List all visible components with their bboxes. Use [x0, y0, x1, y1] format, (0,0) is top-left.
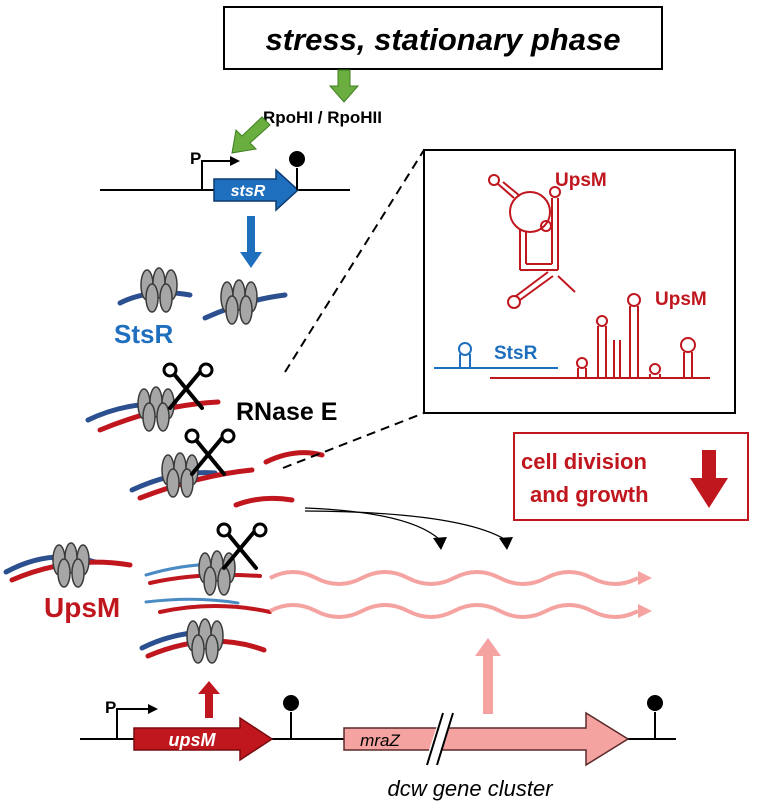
blue-arrow-down: [240, 216, 262, 268]
red-arrow-up: [198, 681, 220, 718]
upsM-terminator-icon: [283, 695, 299, 711]
duplex-4-red: [158, 604, 272, 614]
cleaved-fragment-2: [233, 495, 295, 508]
gene-break-mark-1: [426, 712, 444, 766]
cluster-label: dcw gene cluster: [387, 776, 554, 801]
upsM-promoter-arrowhead: [148, 704, 158, 714]
title-text: stress, stationary phase: [266, 22, 621, 57]
dcw-mRNA-2-head: [638, 604, 652, 618]
stsR-promoter-arrowhead: [230, 156, 240, 166]
ribosome-6: [198, 550, 236, 596]
upsM-gene-label: upsM: [169, 730, 217, 750]
gene-break-gap: [426, 715, 452, 763]
duplex-4-blue: [144, 597, 240, 605]
thin-arrow-1: [304, 507, 441, 541]
sigma-label: RpoHI / RpoHII: [263, 108, 382, 127]
inset-stsR-strand: [434, 342, 558, 369]
ribosome-1: [140, 267, 178, 313]
stsR-terminator-icon: [289, 151, 305, 167]
stsR-promoter-arrow: [201, 160, 230, 190]
upsM-structure-folded: [488, 174, 576, 309]
upsM-promoter-arrow: [116, 708, 148, 739]
thin-arrow-2: [304, 510, 507, 541]
mraZ-gene-arrow: [343, 711, 630, 767]
stsR-gene-arrow: [213, 168, 300, 212]
ribosome-5: [52, 542, 90, 588]
upsM-promoter-label: P: [105, 698, 116, 717]
pink-arrow-up: [475, 638, 501, 714]
dcw-mRNA-2: [269, 603, 639, 619]
gene-break-mark-2: [436, 712, 454, 766]
dcw-mRNA-1-head: [638, 571, 652, 585]
rnase-label: RNase E: [236, 398, 337, 426]
effect-line-2: and growth: [530, 482, 649, 507]
stsR-rna-label: StsR: [114, 319, 173, 349]
title-box: [223, 6, 663, 70]
upsM-gene-arrow: [133, 716, 274, 762]
inset-upsM-label-right: UpsM: [655, 289, 707, 310]
cleaved-fragment-1: [263, 450, 325, 465]
inset-upsM-label-top: UpsM: [555, 170, 607, 191]
ribosome-2: [220, 279, 258, 325]
mraZ-gene-label: mraZ: [360, 731, 400, 750]
inset-stsR-label: StsR: [494, 343, 538, 364]
dcw-terminator-icon: [647, 695, 663, 711]
stsR-promoter-label: P: [190, 149, 201, 168]
zoom-line-top: [284, 149, 425, 373]
inset-upsM-strand: [490, 293, 710, 379]
effect-line-1: cell division: [521, 449, 647, 474]
upsM-rna-label: UpsM: [44, 592, 120, 623]
dcw-mRNA-1: [269, 570, 639, 586]
green-arrow-diagonal: [231, 116, 271, 154]
zoom-line-bottom: [282, 412, 425, 469]
thin-arrow-2-head: [499, 537, 513, 550]
green-arrow-down: [328, 69, 360, 103]
red-arrow-down: [690, 450, 728, 508]
thin-arrow-1-head: [433, 537, 447, 550]
ribosome-7: [186, 618, 224, 664]
duplex-2-red: [137, 467, 255, 501]
stsR-gene-label: stsR: [231, 183, 266, 200]
